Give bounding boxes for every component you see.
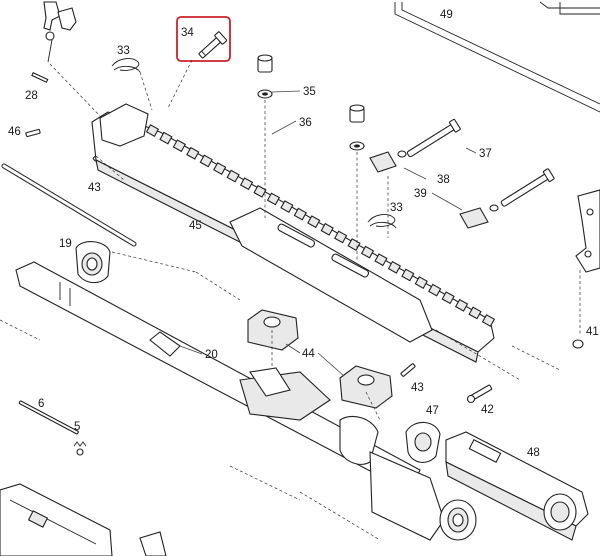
callout-38: 38: [437, 174, 450, 186]
rail-tooth: [280, 200, 294, 213]
part-20-barrel: [15, 261, 477, 541]
part-33-spring-clip-top: [111, 58, 141, 73]
rail-tooth: [414, 276, 428, 289]
callout-46: 46: [8, 126, 21, 138]
rail-tooth: [401, 268, 415, 282]
callout-43-upper: 43: [88, 182, 101, 194]
rail-tooth: [239, 177, 254, 191]
rail-tooth: [454, 298, 469, 312]
assembly-lines: [0, 59, 581, 541]
part-5-spring: [73, 441, 87, 456]
callout-39: 39: [414, 188, 427, 200]
callout-35: 35: [303, 86, 316, 98]
part-49-frame: [394, 1, 600, 113]
callout-41: 41: [586, 326, 599, 338]
part-36-screw-lower: [349, 104, 365, 151]
callout-36: 36: [299, 117, 312, 129]
rail-tooth: [213, 162, 227, 175]
rail-teeth: [145, 124, 496, 327]
callout-45: 45: [189, 220, 202, 232]
part-34-highlight-box: [176, 16, 231, 62]
callout-6: 6: [38, 398, 44, 410]
rail-tooth: [293, 207, 307, 221]
rail-tooth: [266, 192, 281, 206]
part-47-clamp: [405, 421, 441, 463]
part-19-collar: [75, 241, 111, 284]
callout-37: 37: [479, 148, 492, 160]
callout-49: 49: [440, 9, 453, 21]
callout-42: 42: [481, 404, 494, 416]
part-35-screw-upper: [257, 54, 273, 99]
callout-19: 19: [59, 238, 72, 250]
part-42-pin: [466, 384, 493, 404]
rail-tooth: [374, 253, 388, 267]
callout-28: 28: [25, 90, 38, 102]
part-44-blocks: [247, 309, 393, 409]
rail-tooth: [360, 245, 375, 259]
callout-labels: 49 34 33 28 35 36 46 37 43 38 39 33 45 1…: [8, 9, 599, 459]
callout-33-mid: 33: [390, 202, 403, 214]
part-45-rail: [91, 103, 496, 363]
part-37-pins: [406, 118, 555, 207]
rail-tooth: [199, 154, 213, 168]
callout-5: 5: [74, 421, 80, 433]
rail-tooth: [253, 184, 267, 198]
callout-44: 44: [302, 348, 315, 360]
rail-tooth: [145, 124, 160, 137]
rail-tooth: [159, 131, 173, 145]
callout-48: 48: [527, 447, 540, 459]
callout-43-lower: 43: [411, 382, 424, 394]
lower-receiver-fragment: [0, 483, 167, 556]
rail-tooth: [307, 215, 321, 229]
part-38-39-blocks: [369, 150, 499, 229]
rail-tooth: [320, 222, 334, 236]
rail-tooth: [428, 283, 442, 297]
rail-tooth: [481, 314, 496, 327]
rail-tooth: [387, 260, 402, 274]
rail-tooth: [468, 306, 482, 320]
callout-leaders: [179, 90, 477, 377]
part-34-pin: [176, 16, 231, 62]
rail-tooth: [441, 291, 455, 305]
rail-tooth: [172, 139, 186, 153]
callout-20: 20: [205, 349, 218, 361]
part-41-latch: [572, 189, 600, 349]
callout-33-top: 33: [117, 45, 130, 57]
part-48-carrier: [445, 431, 589, 541]
part-28-pin: [31, 71, 49, 83]
part-43-pin-lower: [400, 363, 416, 377]
part-33-spring-clip-mid: [367, 214, 397, 229]
part-46-pin: [25, 128, 41, 138]
rail-tooth: [226, 169, 240, 183]
callout-47: 47: [426, 405, 439, 417]
part-6-pin: [18, 400, 79, 435]
gas-tube-rod: [1, 163, 137, 247]
callout-34: 34: [181, 27, 194, 39]
rail-tooth: [186, 146, 200, 160]
top-left-sear-parts: [43, 1, 77, 63]
rail-tooth: [334, 230, 348, 244]
